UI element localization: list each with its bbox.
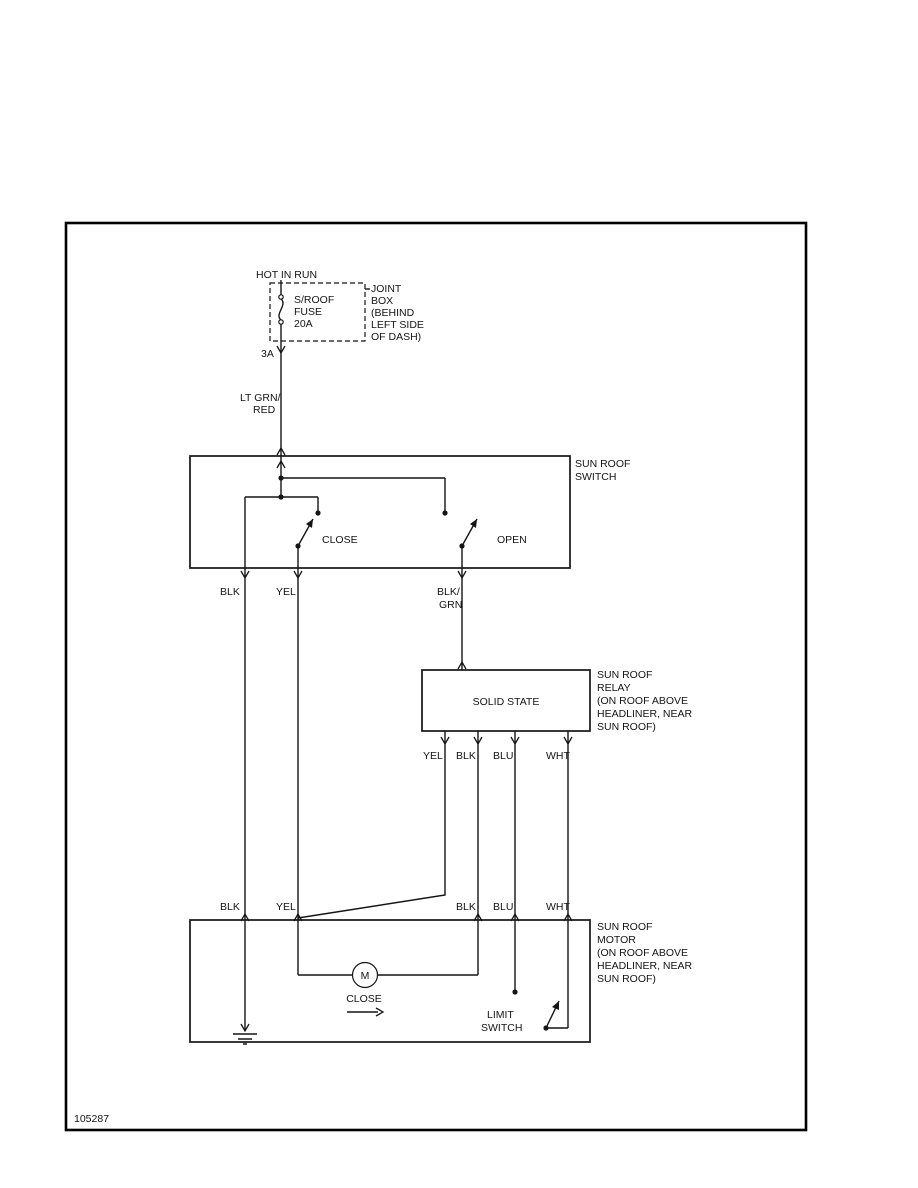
- limit-switch-contact-dot: [512, 989, 518, 995]
- sunroof-motor-label-line: (ON ROOF ABOVE: [597, 947, 688, 959]
- motor-wire-blk-label: BLK: [456, 901, 476, 913]
- fuse-label-line: 20A: [294, 318, 313, 330]
- motor-wire-yel-label: YEL: [276, 901, 296, 913]
- motor-internal-wiring: [244, 920, 569, 1030]
- wire-yel-label: YEL: [276, 586, 296, 598]
- sunroof-relay-label-line: HEADLINER, NEAR: [597, 708, 693, 720]
- wire-blkgrn-label: BLK/: [437, 586, 460, 598]
- sunroof-relay-label-line: SUN ROOF: [597, 669, 652, 681]
- junction-dot: [278, 475, 284, 481]
- diagram-border: [64, 221, 808, 1132]
- wire-color-label: RED: [253, 404, 276, 416]
- connector-arrow: [240, 912, 250, 922]
- output-wires: [244, 568, 463, 920]
- fuse-terminal-bottom: [278, 319, 284, 325]
- motor-symbol: [351, 961, 379, 989]
- close-switch-arrow: [306, 519, 313, 528]
- joint-box-label-line: BOX: [371, 295, 393, 307]
- open-switch-label: OPEN: [497, 534, 527, 546]
- sunroof-motor-label-line: SUN ROOF: [597, 921, 652, 933]
- joint-box-label-line: OF DASH): [371, 331, 421, 343]
- sunroof-relay-section: SOLID STATE SUN ROOF RELAY (ON ROOF ABOV…: [297, 660, 693, 920]
- open-contact-dot: [442, 510, 448, 516]
- switch-output-wires: BLK YEL BLK/ GRN: [220, 568, 467, 920]
- sunroof-switch-label-line: SUN ROOF: [575, 458, 630, 470]
- limit-switch-label-line: SWITCH: [481, 1022, 522, 1034]
- connector-arrow: [563, 912, 573, 922]
- hot-in-run-label: HOT IN RUN: [256, 269, 317, 281]
- fuse-label-line: S/ROOF: [294, 294, 334, 306]
- connector-arrow: [473, 912, 483, 922]
- limit-switch-arrow: [552, 1001, 559, 1010]
- connector-arrow: [276, 446, 286, 456]
- motor-wire-wht-label: WHT: [546, 901, 570, 913]
- relay-wire-yel-label: YEL: [423, 750, 443, 762]
- fuse-label-line: FUSE: [294, 306, 322, 318]
- switch-internal-wiring: [244, 456, 463, 568]
- relay-wire-blu-label: BLU: [493, 750, 513, 762]
- motor-letter: M: [361, 970, 370, 982]
- connector-arrow: [240, 1023, 250, 1033]
- sunroof-switch-label-line: SWITCH: [575, 471, 616, 483]
- sunroof-motor-section: BLK YEL BLK BLU WHT M CLOSE LIMIT SWITCH…: [189, 901, 693, 1045]
- connector-arrow: [293, 912, 303, 922]
- close-contact-dot: [315, 510, 321, 516]
- sunroof-motor-box: [189, 919, 591, 1043]
- motor-close-label: CLOSE: [346, 993, 382, 1005]
- connector-arrow: [276, 345, 286, 355]
- sunroof-motor-label-line: SUN ROOF): [597, 973, 656, 985]
- junction-dot: [278, 494, 284, 500]
- motor-wire-blu-label: BLU: [493, 901, 513, 913]
- sunroof-relay-label-line: RELAY: [597, 682, 631, 694]
- wire-color-label: LT GRN/: [240, 392, 281, 404]
- motor-wire-blk-label: BLK: [220, 901, 240, 913]
- joint-box-label-line: (BEHIND: [371, 307, 415, 319]
- sunroof-switch-box: [189, 455, 571, 569]
- fuse-symbol: [278, 298, 284, 321]
- relay-wire-wht-label: WHT: [546, 750, 570, 762]
- figure-number: 105287: [74, 1113, 109, 1125]
- limit-switch-label-line: LIMIT: [487, 1009, 514, 1021]
- sunroof-switch-section: CLOSE OPEN SUN ROOF SWITCH: [189, 446, 630, 569]
- connector-3a-label: 3A: [261, 348, 274, 360]
- relay-wire-blk-label: BLK: [456, 750, 476, 762]
- open-switch-arrow: [470, 519, 477, 528]
- sunroof-relay-label-line: (ON ROOF ABOVE: [597, 695, 688, 707]
- wire-blkgrn-label: GRN: [439, 599, 462, 611]
- sunroof-relay-box: [421, 669, 591, 732]
- joint-box-label-line: JOINT: [371, 283, 402, 295]
- fuse-terminal-top: [278, 294, 284, 300]
- close-direction-arrowhead: [375, 1007, 385, 1017]
- power-feed-section: HOT IN RUN 3A S/ROOF FUSE 20A JOINT BOX …: [240, 269, 424, 456]
- solid-state-label: SOLID STATE: [473, 696, 540, 708]
- ground-symbol: [233, 1033, 257, 1045]
- joint-box-dashed-outline: [269, 282, 366, 342]
- sunroof-relay-label-line: SUN ROOF): [597, 721, 656, 733]
- close-switch-label: CLOSE: [322, 534, 358, 546]
- wire-blk-label: BLK: [220, 586, 240, 598]
- joint-box-label-line: LEFT SIDE: [371, 319, 424, 331]
- connector-arrow: [510, 912, 520, 922]
- sunroof-motor-label-line: MOTOR: [597, 934, 636, 946]
- sunroof-motor-label-line: HEADLINER, NEAR: [597, 960, 693, 972]
- relay-output-wires: [297, 731, 569, 920]
- connector-arrow: [457, 660, 467, 670]
